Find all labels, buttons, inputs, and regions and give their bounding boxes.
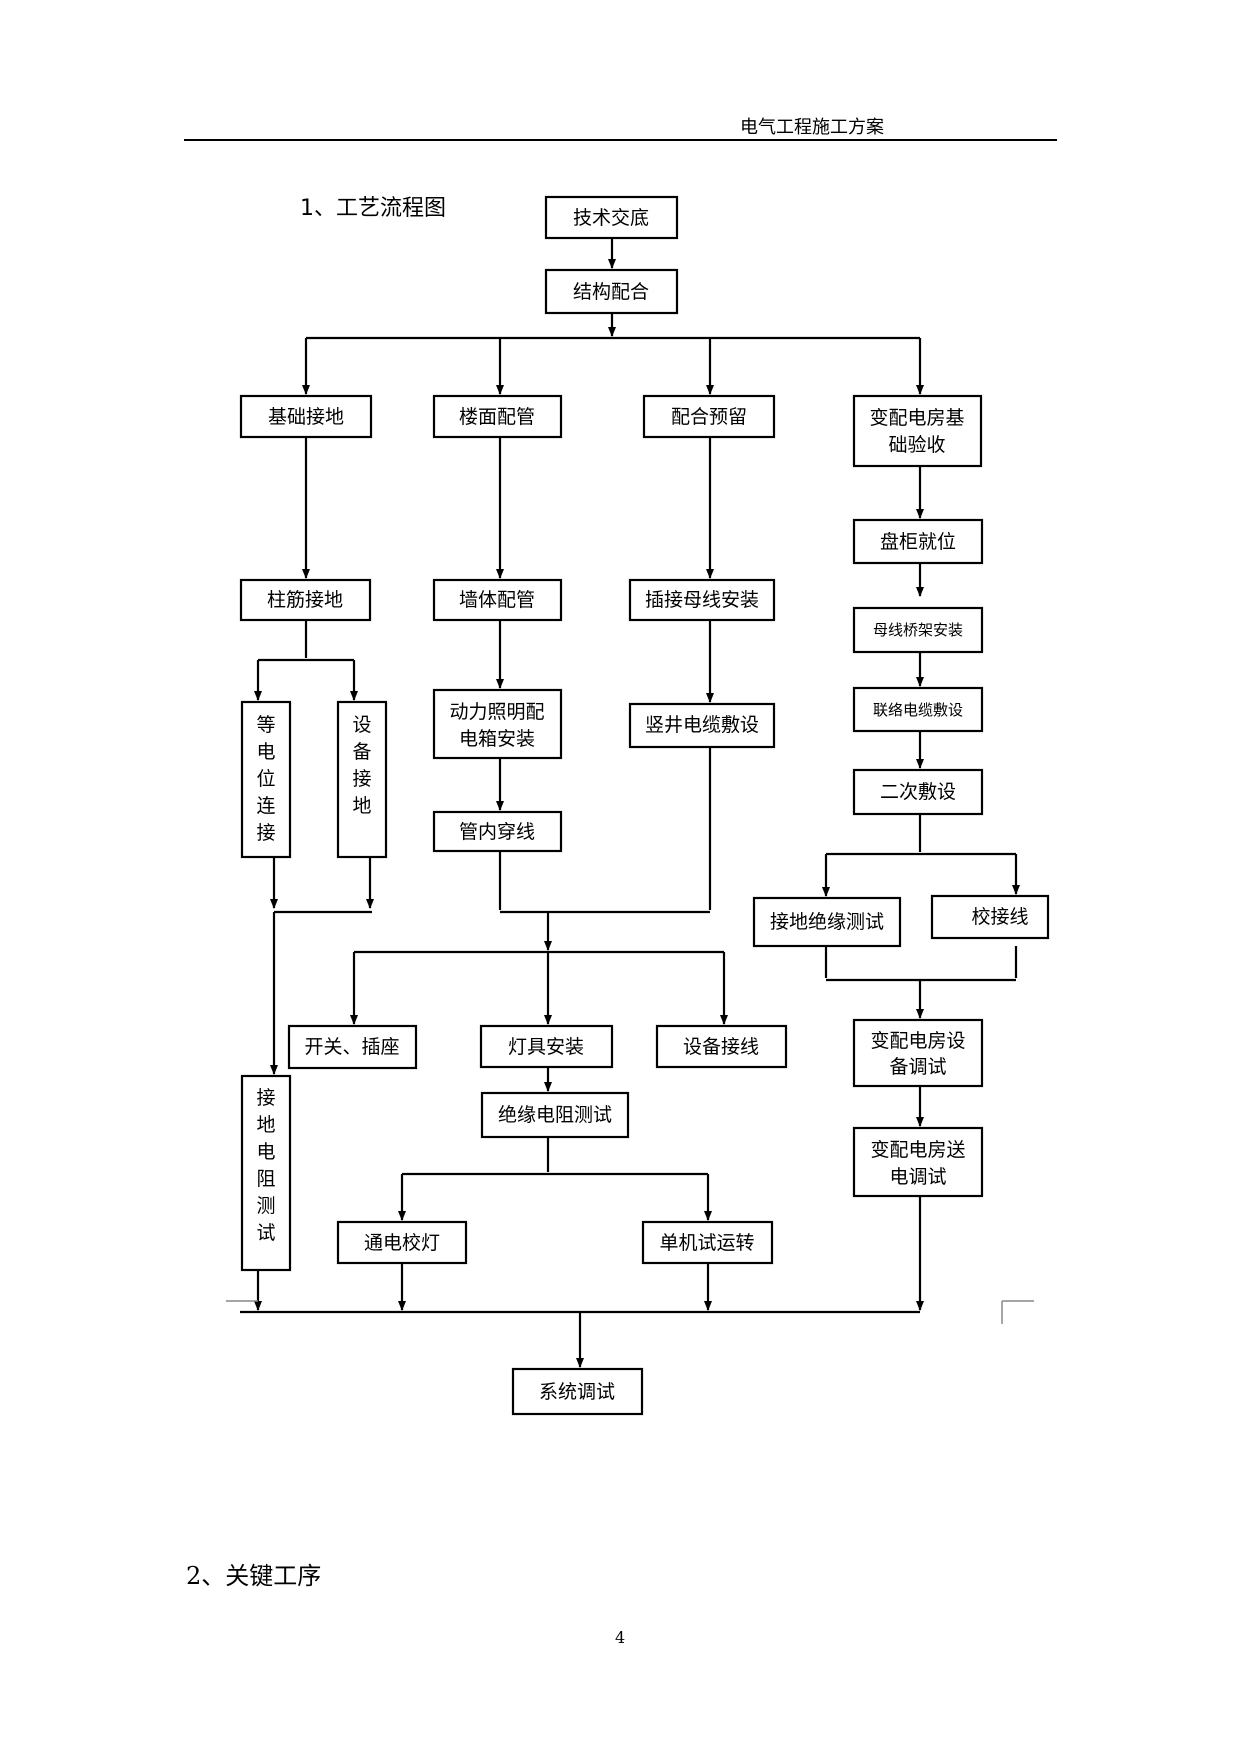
flow-connectors xyxy=(226,238,1034,1368)
node-bpdf-shebei-tiaoshi: 变配电房设 备调试 xyxy=(852,1018,984,1088)
node-jiedi-dianzu-ceshi: 接 地 电 阻 测 试 xyxy=(240,1074,292,1272)
svg-text:测: 测 xyxy=(256,1195,275,1217)
svg-text:变配电房送: 变配电房送 xyxy=(870,1139,965,1161)
svg-text:设: 设 xyxy=(352,714,371,736)
header-rule xyxy=(184,139,1057,141)
node-jichu-jiedi: 基础接地 xyxy=(239,394,373,439)
svg-text:结构配合: 结构配合 xyxy=(573,281,649,303)
svg-text:地: 地 xyxy=(352,795,371,817)
svg-text:开关、插座: 开关、插座 xyxy=(304,1036,399,1058)
svg-text:校接线: 校接线 xyxy=(971,906,1028,928)
svg-text:接: 接 xyxy=(352,768,371,790)
svg-text:位: 位 xyxy=(256,768,275,790)
node-shebei-jiedi: 设 备 接 地 xyxy=(336,700,388,859)
node-shujing-dianlan-fushe: 竖井电缆敷设 xyxy=(628,702,776,749)
node-jiegou-peihe: 结构配合 xyxy=(544,268,679,315)
svg-text:地: 地 xyxy=(256,1114,275,1136)
svg-text:单机试运转: 单机试运转 xyxy=(659,1232,754,1254)
svg-text:础验收: 础验收 xyxy=(888,434,945,456)
svg-text:盘柜就位: 盘柜就位 xyxy=(880,531,956,553)
node-pangui-jiuwei: 盘柜就位 xyxy=(852,518,984,565)
svg-text:阻: 阻 xyxy=(256,1168,275,1190)
svg-text:母线桥架安装: 母线桥架安装 xyxy=(873,621,963,639)
node-kaiguan-chazuo: 开关、插座 xyxy=(287,1024,418,1070)
node-tongdian-jiaodeng: 通电校灯 xyxy=(336,1220,468,1265)
svg-text:接: 接 xyxy=(256,822,275,844)
svg-text:通电校灯: 通电校灯 xyxy=(364,1232,440,1254)
svg-text:绝缘电阻测试: 绝缘电阻测试 xyxy=(498,1104,612,1126)
svg-text:电箱安装: 电箱安装 xyxy=(459,728,535,750)
section-heading-flowchart: 1、工艺流程图 xyxy=(300,196,446,221)
svg-text:柱筋接地: 柱筋接地 xyxy=(267,589,343,611)
svg-text:灯具安装: 灯具安装 xyxy=(508,1036,584,1058)
svg-text:变配电房基: 变配电房基 xyxy=(869,407,964,429)
svg-text:二次敷设: 二次敷设 xyxy=(880,781,956,803)
node-shebei-jiexian: 设备接线 xyxy=(655,1024,788,1069)
node-zhujin-jiedi: 柱筋接地 xyxy=(239,578,372,622)
node-danji-shiyunzhuan: 单机试运转 xyxy=(641,1220,774,1265)
node-bpdf-songdian-tiaoshi: 变配电房送 电调试 xyxy=(852,1126,984,1198)
node-xitong-tiaoshi: 系统调试 xyxy=(511,1367,644,1416)
node-peihe-yuliu: 配合预留 xyxy=(642,394,776,439)
svg-text:联络电缆敷设: 联络电缆敷设 xyxy=(873,701,963,719)
svg-text:竖井电缆敷设: 竖井电缆敷设 xyxy=(645,714,759,736)
node-bpdf-jichu-yanshou: 变配电房基 础验收 xyxy=(852,394,983,468)
node-jueyuan-dianzu-ceshi: 绝缘电阻测试 xyxy=(480,1091,630,1139)
svg-text:插接母线安装: 插接母线安装 xyxy=(645,589,759,611)
svg-text:接: 接 xyxy=(256,1087,275,1109)
header-title: 电气工程施工方案 xyxy=(740,117,884,138)
svg-text:电: 电 xyxy=(256,741,275,763)
svg-text:系统调试: 系统调试 xyxy=(539,1381,615,1403)
svg-text:基础接地: 基础接地 xyxy=(268,406,344,428)
svg-text:变配电房设: 变配电房设 xyxy=(870,1030,965,1052)
svg-text:电调试: 电调试 xyxy=(889,1166,946,1188)
node-chajie-muxian-anzhuang: 插接母线安装 xyxy=(628,578,776,622)
svg-text:试: 试 xyxy=(256,1222,275,1244)
node-erci-fushe: 二次敷设 xyxy=(852,768,984,816)
node-dengju-anzhuang: 灯具安装 xyxy=(479,1024,614,1069)
svg-text:设备接线: 设备接线 xyxy=(683,1036,759,1058)
node-muxian-qiaojia-anzhuang: 母线桥架安装 xyxy=(852,606,984,654)
node-jiao-jiexian: 校接线 xyxy=(930,894,1050,940)
svg-text:接地绝缘测试: 接地绝缘测试 xyxy=(770,911,884,933)
svg-text:等: 等 xyxy=(256,714,275,736)
svg-text:墙体配管: 墙体配管 xyxy=(459,589,535,611)
svg-text:楼面配管: 楼面配管 xyxy=(459,406,535,428)
node-lianluo-dianlan-fushe: 联络电缆敷设 xyxy=(852,686,984,733)
svg-text:电: 电 xyxy=(256,1141,275,1163)
node-jiedi-jueyuan-ceshi: 接地绝缘测试 xyxy=(752,896,902,948)
page-number: 4 xyxy=(615,1628,626,1647)
node-jishu-jiaodi: 技术交底 xyxy=(544,195,679,240)
node-dongli-zhaoming-peidianxiang: 动力照明配 电箱安装 xyxy=(432,688,563,760)
svg-text:备调试: 备调试 xyxy=(889,1056,946,1078)
svg-text:管内穿线: 管内穿线 xyxy=(459,821,535,843)
node-guannei-chuanxian: 管内穿线 xyxy=(432,810,563,853)
node-qiangti-peiguan: 墙体配管 xyxy=(432,578,563,622)
svg-text:连: 连 xyxy=(256,795,275,817)
node-loumian-peiguan: 楼面配管 xyxy=(432,394,563,439)
svg-text:动力照明配: 动力照明配 xyxy=(449,701,544,723)
svg-text:技术交底: 技术交底 xyxy=(573,207,649,229)
section-heading-key-process: 2、关键工序 xyxy=(186,1562,322,1590)
node-dengdianwei-lianjie: 等 电 位 连 接 xyxy=(240,700,292,859)
svg-text:配合预留: 配合预留 xyxy=(671,406,747,428)
svg-text:备: 备 xyxy=(352,741,371,763)
